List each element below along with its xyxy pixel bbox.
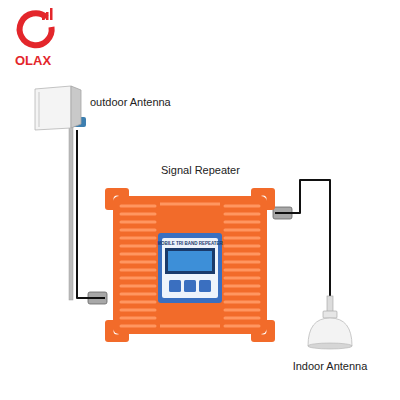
outdoor-antenna: outdoor Antenna bbox=[33, 84, 83, 130]
coax-cable bbox=[275, 180, 330, 296]
indoor-antenna-shape bbox=[306, 296, 354, 352]
node-label: outdoor Antenna bbox=[90, 96, 171, 109]
signal-repeater: Signal Repeater bbox=[105, 186, 275, 344]
signal-repeater-shape bbox=[105, 186, 275, 344]
panel-label: MOBILE TRI BAND REPEATER bbox=[157, 241, 223, 246]
node-label: Signal Repeater bbox=[161, 164, 240, 177]
logo-bar bbox=[50, 8, 53, 20]
logo-bar bbox=[42, 16, 45, 20]
coax-cable bbox=[77, 130, 105, 298]
logo-bar bbox=[46, 12, 49, 20]
node-label: Indoor Antenna bbox=[293, 360, 368, 373]
outdoor-antenna-shape bbox=[33, 84, 83, 130]
indoor-antenna: Indoor Antenna bbox=[306, 296, 354, 352]
brand-logo-text: OLAX bbox=[15, 53, 51, 69]
